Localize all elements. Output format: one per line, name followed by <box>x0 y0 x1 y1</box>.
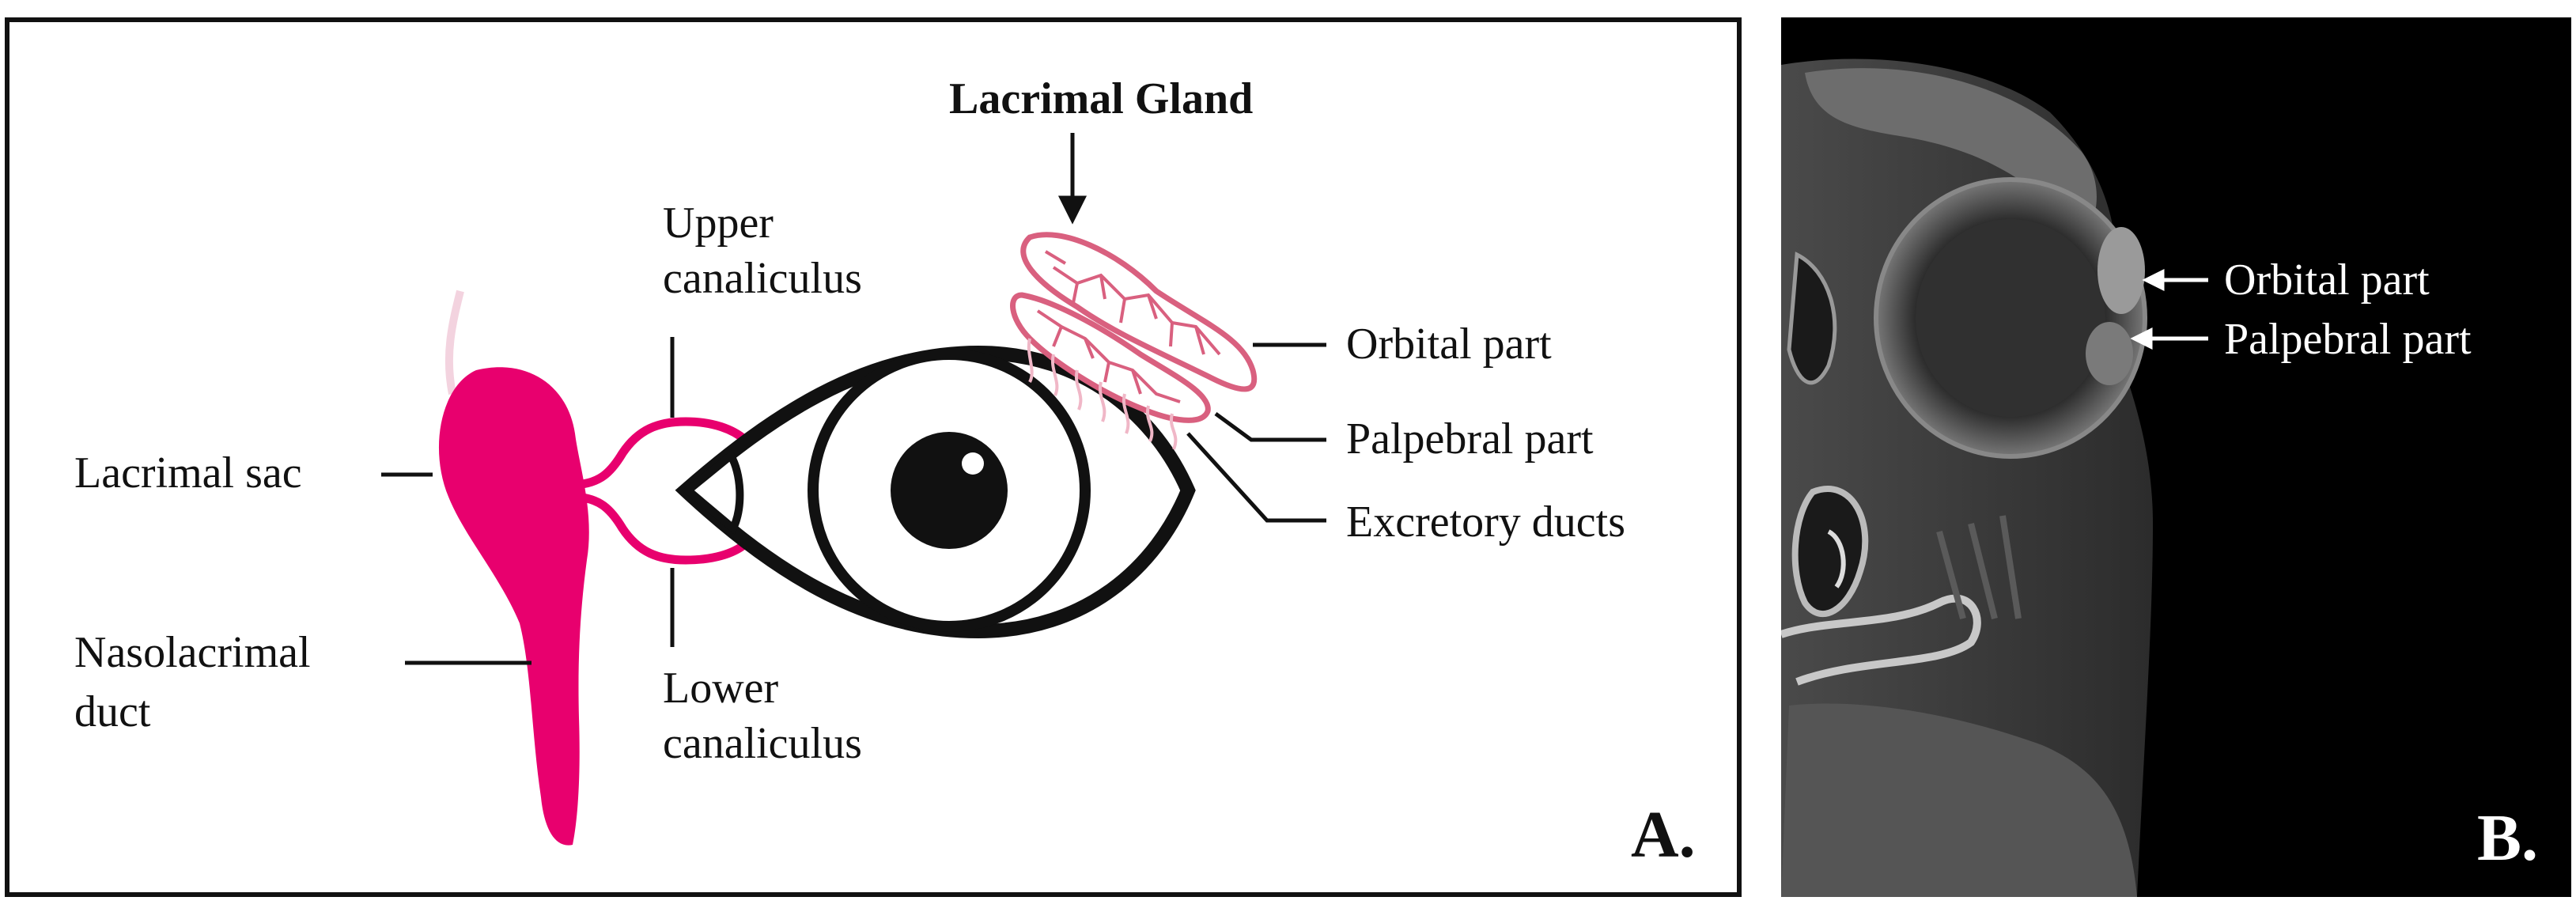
nasolacrimal-label-line2: duct <box>74 687 151 736</box>
mri-image-svg: Orbital part Palpebral part B. <box>1781 59 2538 897</box>
panel-b-letter: B. <box>2477 801 2538 875</box>
lacrimal-gland-icon <box>1010 232 1258 450</box>
faint-sac-sketch <box>444 289 464 395</box>
lacrimal-sac-label: Lacrimal sac <box>74 448 302 498</box>
upper-canaliculus-label-line1: Upper <box>663 199 774 248</box>
palpebral-part-leader <box>1214 411 1326 442</box>
palpebral-part-arrow-head <box>2130 327 2153 350</box>
excretory-ducts-leader <box>1186 432 1326 523</box>
lower-canaliculus-path <box>566 492 750 565</box>
panel-a-letter: A. <box>1631 798 1696 872</box>
palpebral-part-label: Palpebral part <box>1346 414 1594 464</box>
lacrimal-diagram-svg: Lacrimal Gland Upper canaliculus Lower c… <box>74 74 1696 872</box>
upper-canaliculus-path <box>566 417 750 490</box>
mri-anatomy <box>1781 59 2153 897</box>
excretory-ducts-label: Excretory ducts <box>1346 498 1625 547</box>
lacrimal-sac-shape <box>438 367 589 846</box>
lower-canaliculus-label-line2: canaliculus <box>663 719 862 768</box>
mri-orbital-part-label: Orbital part <box>2224 255 2430 305</box>
panel-a-diagram: Lacrimal Gland Upper canaliculus Lower c… <box>5 17 1742 897</box>
upper-canaliculus-label-line2: canaliculus <box>663 254 862 303</box>
orbital-part-label: Orbital part <box>1346 320 1552 369</box>
panel-b-mri: Orbital part Palpebral part B. <box>1781 17 2571 897</box>
orbital-part-arrow-head <box>2142 268 2165 292</box>
lower-canaliculus-label-line1: Lower <box>663 664 779 713</box>
mri-arrows <box>2130 268 2208 350</box>
eye-icon <box>675 345 1196 639</box>
mri-palpebral-part-label: Palpebral part <box>2224 315 2472 364</box>
gland-arrow-head <box>1057 195 1088 225</box>
leader-lines <box>381 133 1326 665</box>
lacrimal-gland-label: Lacrimal Gland <box>949 74 1253 123</box>
nasolacrimal-label-line1: Nasolacrimal <box>74 628 311 677</box>
